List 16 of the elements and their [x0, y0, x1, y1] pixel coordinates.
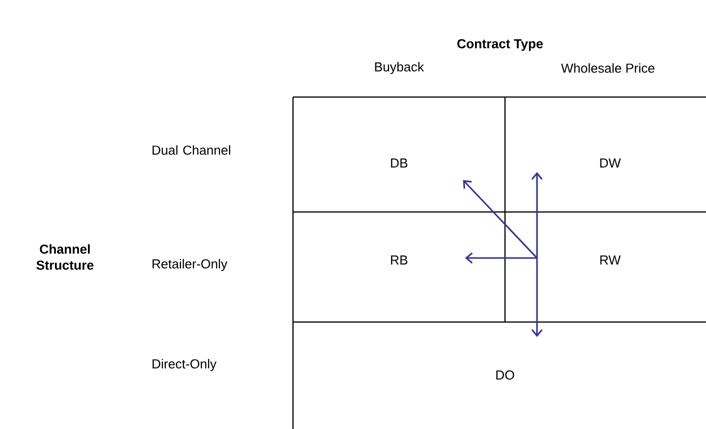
arrow [531, 258, 543, 337]
arrow [465, 252, 537, 264]
header-label: Buyback [375, 62, 424, 74]
grid-cell: DB [391, 158, 408, 168]
header-label: Dual Channel [152, 145, 230, 155]
grid-cell: RW [600, 256, 621, 264]
arrow [463, 180, 538, 259]
axis-title: Channel Structure [36, 244, 94, 270]
header-label: Wholesale Price [561, 63, 654, 73]
header-label: Retailer-Only [152, 258, 228, 272]
arrow [531, 172, 543, 258]
grid-cell: RB [391, 256, 408, 264]
axis-title: Contract Type [457, 39, 543, 51]
header-label: Direct-Only [152, 358, 217, 372]
grid-cell: DW [600, 158, 621, 168]
grid-cell: DO [496, 370, 514, 380]
